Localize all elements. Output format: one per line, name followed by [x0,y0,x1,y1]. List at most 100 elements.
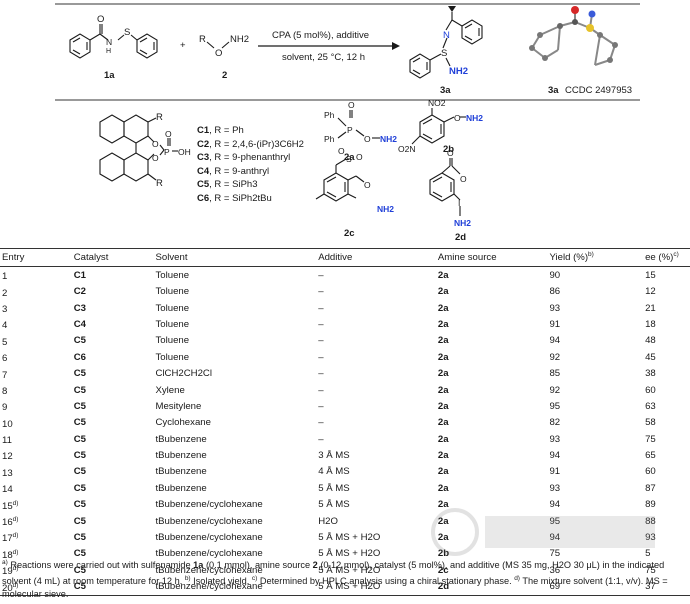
cell-amine: 2a [437,466,449,478]
cell-ee: 37 [645,578,690,596]
cell-additive: – [318,400,324,412]
cpa-r-top: R [156,112,163,123]
cell-solvent: tBubenzene/cyclohexane [155,499,263,511]
optimization-table: Entry Catalyst Solvent Additive Amine so… [0,247,690,596]
reactant-2-structure [206,41,230,49]
cell-amine: 2a [437,318,449,330]
cell-solvent: tBubenzene/cyclohexane [155,548,263,560]
table-footnote: a) Reactions were carried out with sulfe… [2,559,668,600]
cell-amine: 2c [437,564,449,576]
cell-catalyst: C5 [73,450,86,462]
am2a-nh2: NH2 [380,134,397,144]
cell-yield: 94 [549,499,561,511]
am2a-o-dbl: O [348,100,355,110]
cell-catalyst: C5 [73,515,86,527]
scheme-drawing: O N H S 1a + R O NH2 2 CPA (5 mol%), add… [55,3,640,243]
cell-entry: 9 [2,402,8,414]
cell-amine: 2a [437,302,449,314]
crystal-label: 3a [548,85,559,96]
reactant-2-nh2: NH2 [230,34,249,45]
conditions-top: CPA (5 mol%), additive [272,30,369,41]
am2c-o2: O [338,146,345,156]
cell-ee: 38 [645,368,656,380]
cell-entry: 18d) [2,548,19,562]
cell-yield: 82 [549,417,561,429]
cell-ee: 87 [645,482,656,494]
cell-amine: 2a [437,351,449,363]
am2d-o1: O [447,148,454,158]
cell-ee: 75 [645,564,656,576]
cell-amine: 2a [437,335,449,347]
cell-catalyst: C5 [73,335,86,347]
cell-catalyst: C5 [73,466,86,478]
cpa-catalyst-structure [99,114,178,182]
cell-additive: 5 Å MS + H2O [318,564,381,576]
cell-entry: 4 [2,320,8,332]
cell-catalyst: C3 [73,302,86,314]
cell-amine: 2a [437,515,449,527]
cell-yield: 85 [549,368,561,380]
reaction-scheme: O N H S 1a + R O NH2 2 CPA (5 mol%), add… [0,0,690,245]
cell-catalyst: C5 [73,578,156,596]
cell-ee: 45 [645,351,656,363]
cell-yield: 95 [549,400,561,412]
cell-amine: 2a [437,499,449,511]
cell-ee: 60 [645,466,656,478]
cell-yield: 94 [549,450,561,462]
cpa-p: P [164,147,170,157]
catalyst-line: C1, R = Ph [197,125,244,136]
cell-amine: 2b [437,548,450,560]
cell-ee: 93 [645,529,690,545]
cell-entry: 13 [2,468,13,480]
catalyst-line: C4, R = 9-anthryl [197,165,270,177]
table-header-row: Entry Catalyst Solvent Additive Amine so… [0,247,690,268]
reactant-2-label: 2 [222,70,227,81]
am2d-nh2: NH2 [454,218,471,228]
cell-amine: 2a [437,482,449,494]
svg-text:S: S [124,27,130,38]
cell-entry: 17d) [2,532,19,545]
cell-yield: 93 [549,482,561,494]
cell-solvent: Cyclohexane [155,417,211,429]
cell-ee: 63 [645,400,656,412]
am2c-s: S [346,154,352,164]
cell-yield: 90 [549,269,561,281]
am2b-nh2: NH2 [466,113,483,123]
catalyst-line: C2, R = 2,4,6-(iPr)3C6H2 [197,138,304,150]
cell-catalyst: C5 [73,417,86,429]
cell-solvent: Toluene [155,269,190,281]
reactant-2-r: R [199,34,206,45]
cell-amine: 2a [437,286,449,298]
cell-solvent: Toluene [155,335,190,347]
cell-ee: 5 [645,548,651,560]
product-label: 3a [440,85,451,96]
cell-entry: 14 [2,484,13,496]
am2d-label: 2d [455,232,466,243]
cell-catalyst: C1 [73,269,86,281]
cell-entry: 6 [2,353,8,365]
cell-solvent: ClCH2CH2Cl [155,368,212,380]
am2c-o3: O [364,180,371,190]
cell-catalyst: C5 [73,564,86,576]
catalyst-line: C6, R = SiPh2tBu [197,192,272,204]
cell-entry: 15d) [2,499,19,512]
cell-yield: 91 [549,318,561,330]
cell-entry: 16d) [2,516,19,529]
cell-yield: 75 [549,548,561,560]
catalyst-line: C5, R = SiPh3 [197,179,258,191]
header-amine-source: Amine source [437,247,550,268]
cell-additive: – [318,368,324,380]
watermark-logo [431,508,655,556]
cell-solvent: tBubenzene [155,433,207,445]
cell-additive: 5 Å MS + H2O [318,548,381,560]
cell-ee: 21 [645,302,656,314]
cell-ee: 58 [645,417,656,429]
cell-additive: – [318,384,324,396]
